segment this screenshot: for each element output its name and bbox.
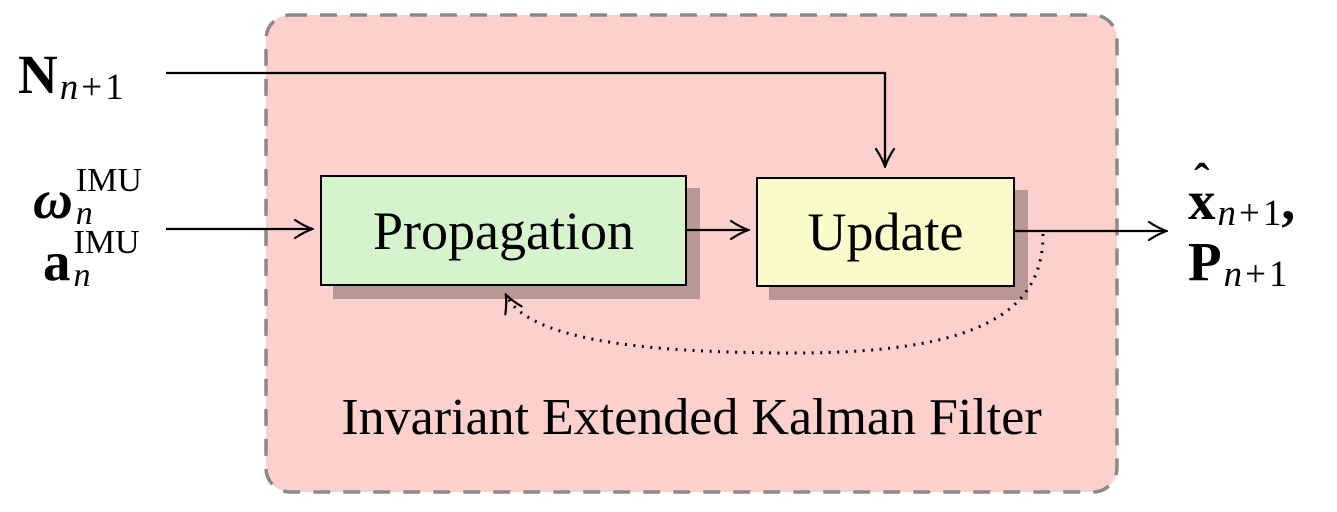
state-subscript: n+1 bbox=[1217, 193, 1282, 234]
covariance-subscript: n+1 bbox=[1223, 254, 1288, 295]
update-block: Update bbox=[756, 177, 1015, 287]
iekf-region-boundary bbox=[264, 13, 1119, 494]
state-comma: , bbox=[1281, 170, 1296, 231]
noise-input-arrow bbox=[166, 71, 885, 166]
accel-scripts: IMU n bbox=[73, 224, 140, 294]
filter-title: Invariant Extended Kalman Filter bbox=[341, 389, 1042, 446]
accel-symbol: a bbox=[43, 231, 71, 292]
feedback-dotted-arrow bbox=[506, 233, 1045, 355]
propagation-block: Propagation bbox=[320, 175, 687, 286]
gyro-subscript: n bbox=[75, 195, 93, 232]
noise-subscript: n+1 bbox=[59, 67, 124, 108]
update-label: Update bbox=[807, 202, 964, 262]
state-symbol: ˆ x bbox=[1188, 154, 1216, 231]
accel-subscript: n bbox=[73, 257, 91, 294]
hat-accent: ˆ bbox=[1194, 154, 1210, 206]
accel-superscript: IMU bbox=[73, 224, 140, 261]
gyro-input-label: ω IMU n bbox=[33, 164, 142, 231]
gyro-symbol: ω bbox=[33, 169, 73, 230]
noise-input-label: N n+1 bbox=[18, 44, 124, 106]
gyro-superscript: IMU bbox=[75, 162, 142, 199]
gyro-scripts: IMU n bbox=[75, 162, 142, 232]
propagation-label: Propagation bbox=[373, 200, 634, 261]
covariance-symbol: P bbox=[1188, 231, 1222, 292]
state-output-label: ˆ x n+1 , bbox=[1188, 154, 1296, 232]
accel-input-label: a IMU n bbox=[43, 226, 140, 293]
covariance-output-label: P n+1 bbox=[1188, 231, 1287, 293]
noise-symbol: N bbox=[18, 44, 58, 105]
